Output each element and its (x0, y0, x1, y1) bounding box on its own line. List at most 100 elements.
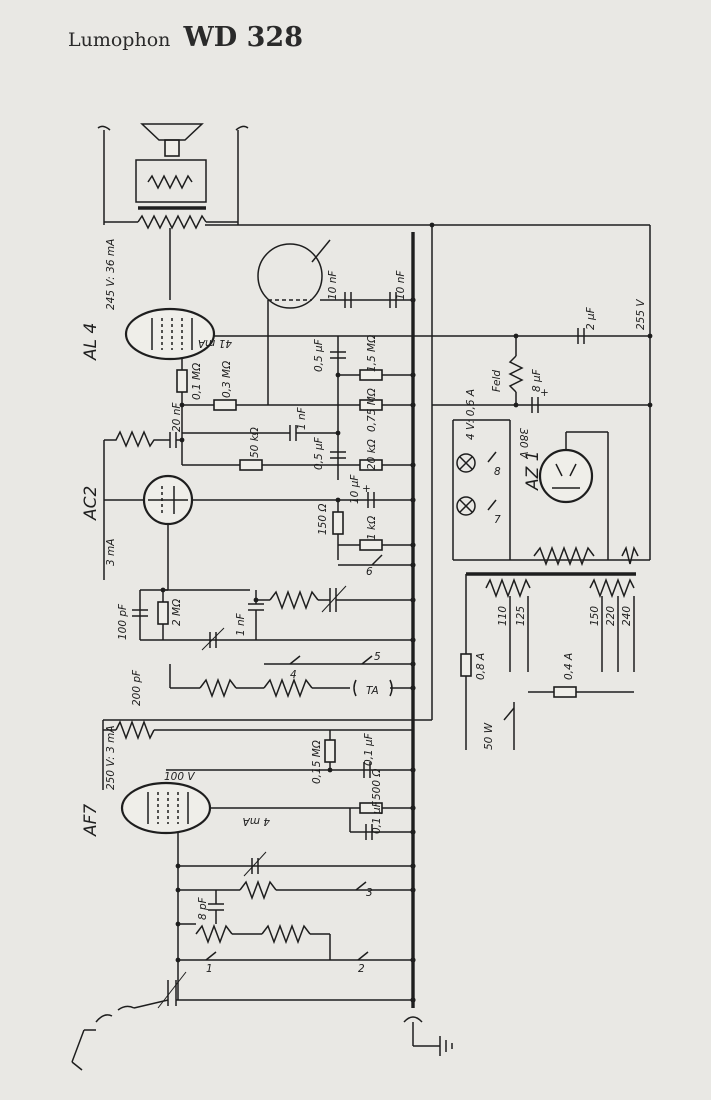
switch-1[interactable] (205, 951, 217, 961)
r015m-label: 0,15 MΩ (311, 740, 323, 784)
speaker-coil-frame (135, 159, 207, 203)
r15m-label: 1,5 MΩ (366, 335, 378, 372)
v255-label: 255 V (635, 299, 647, 330)
switch-6[interactable] (371, 554, 383, 566)
r075m-label: 0,75 MΩ (366, 388, 378, 432)
antenna-socket[interactable] (71, 999, 169, 1071)
al4-cathode-current-label: 41 mA (198, 337, 232, 349)
tap-240-label: 240 (621, 606, 633, 626)
c8uf-label: 8 μF (531, 368, 543, 392)
c01uf-a-label: 0,1 μF (363, 732, 375, 766)
r03m-label: 0,3 MΩ (221, 361, 233, 398)
ground-symbol-icon (403, 1016, 453, 1056)
f08a-label: 0,8 A (475, 653, 487, 680)
model-number: WD 328 (183, 22, 303, 53)
c100pf-label: 100 pF (117, 603, 129, 640)
svg-text:+: + (540, 387, 549, 399)
main-tuning-capacitor[interactable] (157, 971, 187, 1009)
switch-7[interactable] (487, 499, 497, 511)
switch-5[interactable] (361, 655, 373, 665)
capacitor-0-1uf-a (363, 762, 371, 778)
c200pf-label: 200 pF (131, 669, 143, 706)
sw2-label: 2 (358, 963, 365, 975)
speaker-winding (147, 174, 193, 190)
antenna-coil-1 (195, 923, 233, 945)
ac2-label: AC2 (81, 486, 101, 521)
junction-dots (160, 222, 653, 1003)
c20nf-label: 20 nF (171, 402, 183, 432)
resistor-0-3-mohm (213, 399, 237, 411)
pickup-input-ta[interactable] (353, 679, 413, 697)
feld-label: Feld (491, 370, 503, 392)
ext-speaker-jack-right (235, 125, 249, 131)
capacitor-0-5uf-a (330, 351, 346, 359)
dial-lamp-1 (456, 453, 476, 473)
r20k-label: 20 kΩ (366, 439, 378, 470)
interstage-choke (104, 430, 170, 448)
sw4-label: 4 (290, 669, 297, 681)
sw5-label: 5 (374, 651, 381, 663)
switch-8[interactable] (487, 451, 497, 463)
capacitor-10nf-b (389, 292, 397, 308)
tap-220-label: 220 (605, 606, 617, 626)
antenna-coil-2 (261, 923, 311, 945)
trimmer-capacitor-2[interactable] (243, 851, 267, 877)
switch-3[interactable] (355, 881, 367, 891)
r1k-label: 1 kΩ (366, 516, 378, 540)
capacitor-8pf (208, 903, 224, 911)
rf-coil-1 (269, 589, 319, 611)
rf-coil-2 (263, 677, 313, 699)
c8pf-label: 8 pF (197, 896, 209, 920)
al4-plate-label: 245 V: 36 mA (105, 239, 117, 310)
r150-label: 150 Ω (317, 504, 329, 535)
output-transformer-primary (137, 214, 207, 230)
resistor-500-ohm (359, 802, 383, 814)
tap-110-label: 110 (497, 606, 509, 626)
page-header: Lumophon WD 328 (68, 22, 303, 53)
tuning-capacitor-rf[interactable] (201, 627, 225, 651)
rectifier-winding (533, 545, 595, 567)
sw3-label: 3 (366, 887, 373, 899)
sw1-label: 1 (206, 963, 213, 975)
switch-4[interactable] (289, 655, 301, 665)
mains-primary-b (589, 577, 635, 599)
az1-tube (538, 448, 594, 504)
c10nf-a-label: 10 nF (327, 270, 339, 300)
capacitor-10nf-a (344, 292, 352, 308)
coupling-coil (199, 677, 237, 699)
resistor-50-kohm (239, 459, 263, 471)
brand-name: Lumophon (68, 29, 171, 51)
az1-label: AZ 1 (523, 451, 543, 492)
af7-label: AF7 (81, 804, 101, 837)
resistor-0-15-mohm (324, 739, 336, 763)
sw8-label: 8 (494, 466, 501, 478)
c05uf-a-label: 0,5 μF (313, 338, 325, 372)
resistor-1-kohm (359, 539, 383, 551)
tap-125-label: 125 (515, 606, 527, 626)
mains-switch[interactable] (503, 707, 515, 721)
fuse-0-8a (460, 653, 472, 677)
switch-2[interactable] (357, 951, 369, 961)
heater-winding (621, 545, 639, 565)
ext-speaker-jack-left (97, 125, 111, 131)
tuning-indicator-tube (257, 243, 323, 309)
capacitor-1nf-b (248, 603, 264, 611)
trimmer-capacitor-1[interactable] (321, 585, 347, 613)
al4-label: AL 4 (81, 323, 101, 361)
c05uf-b-label: 0,5 μF (313, 436, 325, 470)
loudspeaker-icon (140, 123, 204, 157)
capacitor-20nf (169, 432, 177, 448)
capacitor-8uf: + (531, 387, 549, 413)
w50-label: 50 W (483, 722, 495, 750)
v380-label: 380 V (517, 428, 529, 459)
af7-cathode-current-label: 4 mA (243, 815, 270, 827)
r50k-label: 50 kΩ (249, 427, 261, 458)
c1nf-b-label: 1 nF (235, 612, 247, 636)
lamp-rating-label: 4 V: 0,6 A (465, 389, 477, 440)
fuse-0-4a (553, 686, 577, 698)
capacitor-2uf (577, 328, 585, 344)
capacitor-0-5uf-b (330, 451, 346, 459)
f04a-label: 0,4 A (563, 653, 575, 680)
osc-coil (239, 879, 277, 901)
